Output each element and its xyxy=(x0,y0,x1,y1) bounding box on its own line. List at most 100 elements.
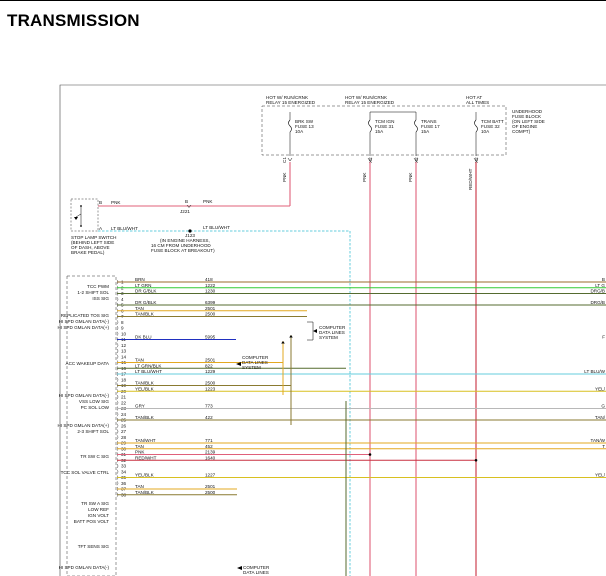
signal-1-2-shift: 1-2 SHIFT SOL xyxy=(77,290,109,295)
pin-number: 18 xyxy=(121,377,127,382)
wire-color-right: F xyxy=(602,335,605,340)
wire-color-right: DRG/B xyxy=(590,300,605,305)
circuit-number: 2501 xyxy=(205,306,216,311)
signal-tcc-sol-valve: TCC SOL VALVE CTRL xyxy=(61,470,110,475)
pin-terminal xyxy=(116,394,119,400)
circuit-number: 6399 xyxy=(205,300,216,305)
pin-number: 12 xyxy=(121,343,127,348)
fuse-17: TRANS FUSE 17 15A xyxy=(414,119,440,134)
pin-terminal xyxy=(116,423,119,428)
pin-terminal xyxy=(116,348,119,354)
pin-terminal xyxy=(116,331,119,336)
signal-tr-sw-c: TR SW C SIG xyxy=(80,454,109,459)
fuse-block-name-3: OF ENGINE xyxy=(512,124,537,129)
svg-text:TCM IGN: TCM IGN xyxy=(375,119,394,124)
fuse-header-2: HOT W/ RUN/CRNK xyxy=(345,95,388,100)
signal-tr-sw-a: TR SW A SIG xyxy=(81,501,109,506)
fuse-13: BRK SW FUSE 13 10A xyxy=(288,119,314,134)
pin-terminal xyxy=(116,377,119,382)
wire-color-right: B xyxy=(602,277,605,282)
switch-pin-b: B xyxy=(99,200,102,205)
wire-color: TAN xyxy=(135,484,144,489)
pin-number: 24 xyxy=(121,412,127,417)
fuse-header-3b: ALL TIMES xyxy=(466,100,489,105)
pin-number: 34 xyxy=(121,469,127,474)
svg-text:10A: 10A xyxy=(295,129,304,134)
circuit-number: 2501 xyxy=(205,484,216,489)
fuse-pin-c1: C1 xyxy=(282,157,287,163)
signal-gmlan-plus-1: HI SPD GMLAN DATA(+) xyxy=(57,325,109,330)
wire-color: TAN xyxy=(135,444,144,449)
circuit-number: 422 xyxy=(205,415,213,420)
signal-tcc-pwm: TCC PWM xyxy=(87,284,109,289)
circuit-number: 1222 xyxy=(205,283,216,288)
wire-color-right: LT BLU/W xyxy=(584,369,605,374)
pin-number: 13 xyxy=(121,349,127,354)
circuit-number: 5995 xyxy=(205,335,216,340)
wire-color: TAN xyxy=(135,358,144,363)
signal-replicated-tos: REPLICATED TOS SIG xyxy=(61,313,110,318)
circuit-number: 773 xyxy=(205,404,213,409)
wire-color: DR G/BLK xyxy=(135,289,157,294)
circuit-number: 1229 xyxy=(205,369,216,374)
svg-text:SYSTEM: SYSTEM xyxy=(242,365,261,370)
svg-text:COMPUTER: COMPUTER xyxy=(319,325,346,330)
fuse-block-name-0: UNDERHOOD xyxy=(512,109,543,114)
wire-color: LT BLU/WHT xyxy=(135,369,162,374)
pin-terminal xyxy=(116,325,119,331)
diagram-frame xyxy=(59,84,606,576)
signal-iss: ISS SIG xyxy=(92,296,109,301)
pin-number: 28 xyxy=(121,435,127,440)
feed-color-2: PNK xyxy=(362,172,367,182)
svg-text:15A: 15A xyxy=(421,129,430,134)
svg-text:TCM BATT: TCM BATT xyxy=(481,119,504,124)
fuse-31: TCM IGN FUSE 31 15A xyxy=(368,119,394,134)
fuse-header-2b: RELAY 15 ENERGIZED xyxy=(345,100,395,105)
wire-color: TAN/WHT xyxy=(135,438,156,443)
fuse-header-1b: RELAY 15 ENERGIZED xyxy=(266,100,316,105)
fuse-block-name-2: (ON LEFT SIDE xyxy=(512,119,545,124)
stop-lamp-label-3: BRAKE PEDAL) xyxy=(71,250,105,255)
wire-color: GRY xyxy=(135,404,145,409)
feed-color-3: PNK xyxy=(408,172,413,182)
wire-color: TAN/BLK xyxy=(135,415,155,420)
switch-conn-b: B xyxy=(185,199,188,204)
feed-color-4: RED/WHT xyxy=(468,168,473,190)
circuit-number: 1640 xyxy=(205,455,216,460)
computer-data-lines-3: COMPUTER DATA LINES xyxy=(237,565,270,575)
signal-labels: TCC PWM 1-2 SHIFT SOL ISS SIG REPLICATED… xyxy=(57,284,109,570)
signal-gmlan-minus-1: HI SPD GMLAN DATA(-) xyxy=(59,319,110,324)
pin-terminal xyxy=(116,354,119,359)
pin-number: 4 xyxy=(121,297,124,302)
pin-terminal xyxy=(116,481,119,486)
circuit-number: 771 xyxy=(205,438,213,443)
circuit-number: 2500 xyxy=(205,312,216,317)
wire-color: PNK xyxy=(135,450,145,455)
signal-gmlan-plus-2: HI SPD GMLAN DATA(+) xyxy=(57,423,109,428)
fuse-32: TCM BATT FUSE 32 10A xyxy=(474,119,504,134)
pin-number: 26 xyxy=(121,423,127,428)
page-title: TRANSMISSION xyxy=(7,11,140,30)
wire-color: TAN xyxy=(135,306,144,311)
wire-color: DK BLU xyxy=(135,335,152,340)
svg-text:15A: 15A xyxy=(375,129,384,134)
signal-gmlan-minus-2: HI SPD GMLAN DATA(-) xyxy=(59,393,110,398)
wire-color: LT GRN xyxy=(135,283,151,288)
wire-color: TAN/BLK xyxy=(135,312,155,317)
wire-color-right: T xyxy=(602,444,605,449)
wire-color: TAN/BLK xyxy=(135,381,155,386)
circuit-number: 2500 xyxy=(205,381,216,386)
switch-wire-a2: LT BLU/WHT xyxy=(203,225,230,230)
fuse-header-3: HOT AT xyxy=(466,95,482,100)
feed-color-1: PNK xyxy=(282,172,287,182)
svg-text:BRK SW: BRK SW xyxy=(295,119,314,124)
fuse-header-1: HOT W/ RUN/CRNK xyxy=(266,95,309,100)
signal-2-3-shift: 2-3 SHIFT SOL xyxy=(77,429,109,434)
wire-color: TAN/BLK xyxy=(135,490,155,495)
stop-lamp-label-2: OF DASH, ABOVE xyxy=(71,245,110,250)
pin-terminal xyxy=(116,429,119,434)
pin-terminal xyxy=(116,297,119,302)
circuit-number: 1227 xyxy=(205,473,216,478)
